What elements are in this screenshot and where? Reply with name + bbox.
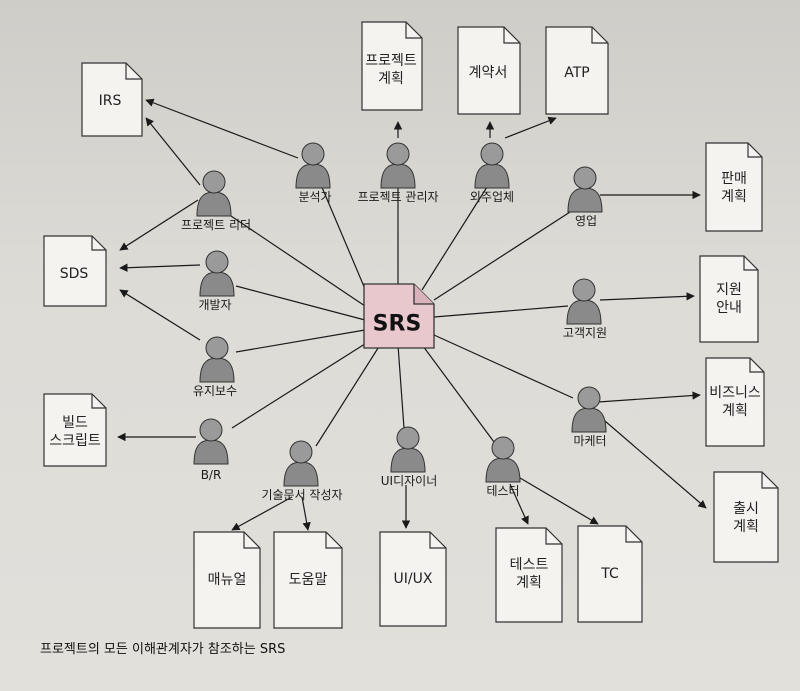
arrow-leader-sds: [119, 199, 199, 251]
person-icon-sales: [567, 166, 603, 213]
arrow-tester-tc: [514, 474, 599, 525]
doc-test-plan-label: 테스트 계획: [509, 557, 549, 591]
doc-contract: [457, 26, 521, 115]
figure-caption: 프로젝트의 모든 이해관계자가 참조하는 SRS: [40, 642, 286, 657]
arrow-writer-help: [301, 496, 311, 531]
actor-label-maintainer: 유지보수: [192, 384, 238, 398]
person-icon-tester: [485, 436, 521, 483]
person-icon-leader: [196, 170, 232, 217]
line-srs-support: [433, 305, 569, 318]
actor-label-marketer: 마케터: [573, 434, 607, 448]
doc-tc-label: TC: [601, 566, 619, 582]
actor-label-outsourcer: 외주업체: [469, 190, 515, 204]
arrow-maintainer-sds: [119, 289, 201, 341]
doc-project-plan-label: 프로젝트 계획: [365, 53, 417, 87]
doc-uiux: [379, 531, 447, 627]
doc-release-plan: [713, 471, 779, 563]
actor-label-sales: 영업: [574, 214, 598, 228]
doc-atp-label: ATP: [564, 65, 590, 81]
person-icon-pm: [380, 142, 416, 189]
person-icon-developer: [199, 250, 235, 297]
doc-manual-label: 매뉴얼: [207, 572, 247, 588]
actor-label-developer: 개발자: [198, 298, 232, 312]
line-srs-outsourcer: [421, 186, 488, 291]
line-srs-uidesigner: [397, 344, 405, 429]
doc-business-plan-label: 비즈니스 계획: [709, 385, 761, 419]
arrow-developer-sds: [119, 263, 201, 272]
person-icon-maintainer: [199, 336, 235, 383]
line-srs-leader: [227, 213, 366, 307]
actor-label-project-manager: 프로젝트 관리자: [357, 190, 439, 204]
documents: [43, 21, 779, 629]
doc-build-script-label: 빌드 스크립트: [49, 415, 101, 449]
doc-help: [273, 531, 343, 629]
person-icon-analyst: [295, 142, 331, 189]
doc-build-script: [43, 393, 107, 467]
doc-business-plan: [705, 357, 765, 447]
arrows: [117, 98, 707, 531]
arrow-marketer-business: [597, 391, 701, 403]
doc-uiux-label: UI/UX: [393, 571, 433, 587]
line-srs-br: [231, 341, 369, 429]
doc-sds-label: SDS: [59, 266, 89, 282]
line-srs-tester: [419, 341, 495, 443]
doc-support-guide: [699, 255, 759, 343]
actor-label-ui-designer: UI디자이너: [380, 474, 438, 488]
actor-label-support: 고객지원: [562, 326, 608, 340]
doc-support-guide-label: 지원 안내: [716, 282, 742, 316]
person-icon-marketer: [571, 386, 607, 433]
doc-sales-plan: [705, 142, 763, 232]
line-srs-techwriter: [315, 344, 381, 447]
person-icon-br: [193, 418, 229, 465]
arrow-support-guide: [599, 292, 695, 301]
arrow-analyst-irs: [145, 98, 299, 159]
line-srs-analyst: [320, 184, 369, 297]
person-icon-uidesigner: [390, 426, 426, 473]
doc-irs-label: IRS: [98, 93, 122, 109]
actor-label-br: B/R: [200, 468, 222, 482]
srs-links: [227, 184, 574, 447]
line-srs-marketer: [433, 334, 574, 399]
doc-atp: [545, 26, 609, 115]
doc-sales-plan-label: 판매 계획: [721, 171, 747, 205]
line-srs-sales: [433, 211, 571, 301]
doc-contract-label: 계약서: [468, 65, 508, 81]
actor-label-tester: 테스터: [486, 484, 520, 498]
person-icon-outsourcer: [474, 142, 510, 189]
doc-tc: [577, 525, 643, 623]
actor-label-tech-writer: 기술문서 작성자: [261, 488, 343, 502]
person-icon-techwriter: [283, 440, 319, 487]
arrow-outsourcer-atp: [504, 116, 557, 139]
arrow-marketer-release: [597, 414, 707, 509]
arrow-tester-testplan: [509, 483, 529, 525]
srs-document: [363, 283, 435, 349]
line-srs-developer: [235, 285, 366, 321]
actor-label-analyst: 분석가: [298, 190, 332, 204]
doc-irs-fold: [125, 63, 142, 80]
doc-test-plan: [495, 527, 563, 623]
person-icon-support: [566, 278, 602, 325]
doc-release-plan-label: 출시 계획: [733, 501, 759, 535]
doc-project-plan: [361, 21, 423, 111]
doc-irs: [81, 62, 143, 137]
actor-label-project-leader: 프로젝트 리더: [180, 218, 252, 232]
arrow-leader-irs: [145, 117, 201, 186]
arrow-writer-manual: [231, 496, 293, 531]
srs-label: SRS: [372, 311, 422, 337]
doc-manual: [193, 531, 261, 629]
doc-help-label: 도움말: [288, 572, 328, 588]
line-srs-maintainer: [235, 329, 366, 353]
doc-sds: [43, 235, 107, 307]
